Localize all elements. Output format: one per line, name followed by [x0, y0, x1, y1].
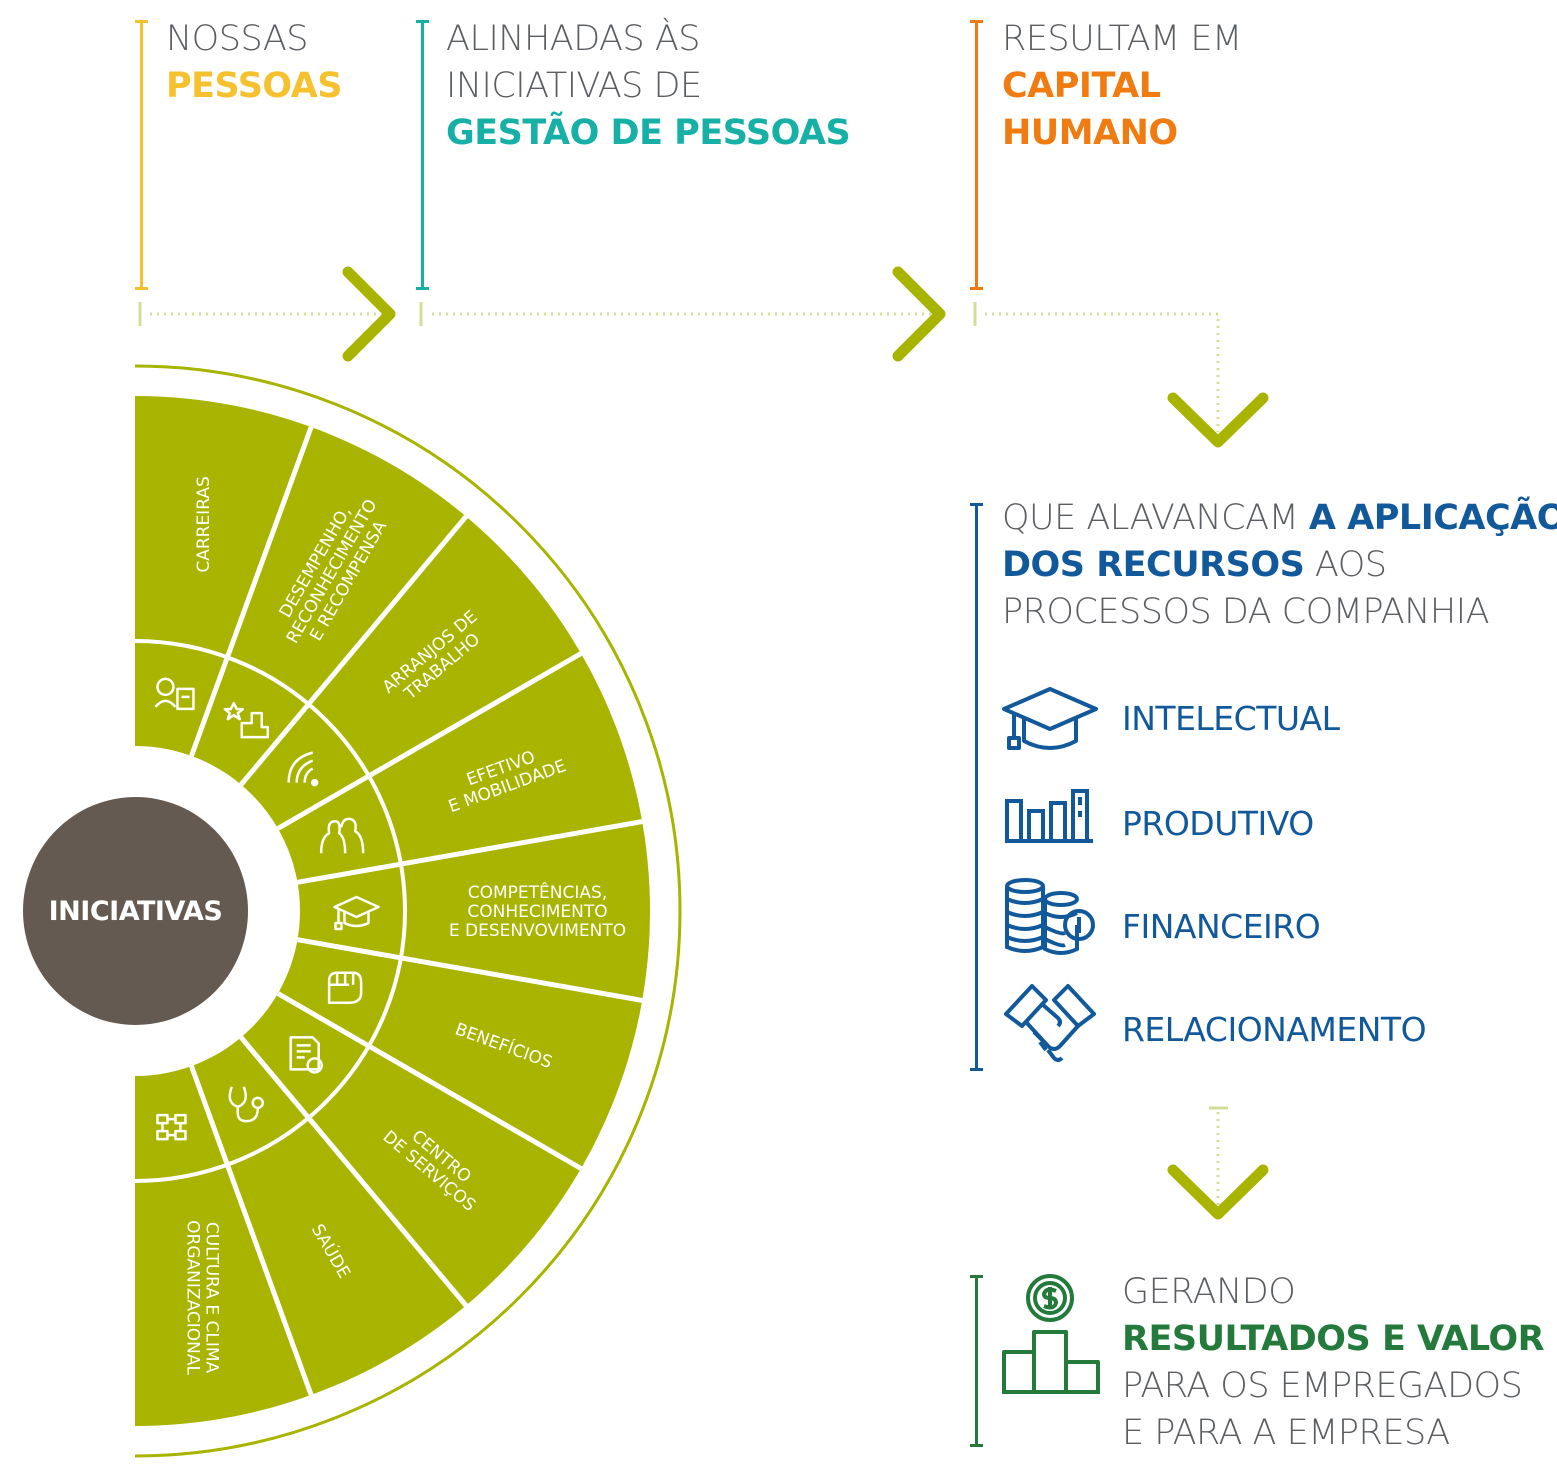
chevron-down-icon — [1167, 1164, 1269, 1220]
column-marker-yellow — [135, 20, 148, 290]
org-chart-icon — [156, 1113, 187, 1141]
header-line: ALINHADAS ÀS — [446, 19, 701, 59]
results-heading: GERANDO RESULTADOS E VALOR PARA OS EMPRE… — [1122, 1269, 1545, 1457]
header-line: NOSSAS — [166, 19, 308, 59]
document-clock-icon — [289, 1036, 323, 1074]
segment-divider — [276, 991, 583, 1171]
header-nossas-pessoas: NOSSAS PESSOAS — [166, 16, 343, 110]
header-line: DOS RECURSOS AOS — [1002, 542, 1557, 589]
segment-divider — [297, 937, 643, 1003]
segment-divider — [189, 1065, 314, 1396]
segment-label-line: CARREIRAS — [194, 476, 214, 572]
header-line: PROCESSOS DA COMPANHIA — [1002, 592, 1490, 632]
leverage-marker — [970, 503, 983, 1071]
segment-divider — [189, 426, 314, 757]
segment-label-line: ORGANIZACIONAL — [183, 1220, 203, 1375]
wifi-icon — [287, 751, 319, 787]
segment-label-line: COMPETÊNCIAS, — [468, 881, 607, 903]
results-marker — [970, 1275, 983, 1447]
stethoscope-icon — [228, 1086, 264, 1123]
segment-label-line: CULTURA E CLIMA — [202, 1222, 222, 1374]
header-highlight: CAPITAL — [1002, 66, 1161, 106]
segment-divider — [239, 514, 468, 787]
header-highlight: HUMANO — [1002, 113, 1178, 153]
leverage-highlight: A APLICAÇÃO — [1308, 498, 1557, 538]
dotted-connector — [985, 312, 1220, 432]
leverage-text: QUE ALAVANCAM — [1002, 498, 1309, 538]
header-line: INICIATIVAS DE — [446, 66, 702, 106]
resource-label-intelectual: INTELECTUAL — [1122, 699, 1340, 738]
leverage-text: AOS — [1304, 545, 1387, 585]
resource-label-produtivo: PRODUTIVO — [1122, 804, 1314, 843]
header-line: RESULTAM EM — [1002, 19, 1242, 59]
people-icon — [319, 817, 365, 854]
header-gestao-de-pessoas: ALINHADAS ÀS INICIATIVAS DE GESTÃO DE PE… — [446, 16, 851, 157]
chevron-right-icon — [892, 266, 946, 362]
chevron-down-icon — [1167, 392, 1269, 448]
career-icon — [154, 677, 195, 711]
header-line: GERANDO — [1122, 1272, 1296, 1312]
segment-label: CULTURA E CLIMAORGANIZACIONAL — [183, 1220, 222, 1375]
results-highlight: RESULTADOS E VALOR — [1122, 1319, 1545, 1359]
header-line: PARA OS EMPREGADOS — [1122, 1366, 1523, 1406]
fist-icon — [327, 971, 363, 1005]
resource-label-relacionamento: RELACIONAMENTO — [1122, 1010, 1427, 1049]
header-line: E PARA A EMPRESA — [1122, 1413, 1450, 1453]
header-capital-humano: RESULTAM EM CAPITAL HUMANO — [1002, 16, 1242, 157]
leverage-heading: QUE ALAVANCAM A APLICAÇÃO DOS RECURSOS A… — [1002, 495, 1557, 636]
header-highlight: GESTÃO DE PESSOAS — [446, 113, 851, 153]
leverage-highlight: DOS RECURSOS — [1002, 545, 1305, 585]
header-line: QUE ALAVANCAM A APLICAÇÃO — [1002, 495, 1557, 542]
podium-star-icon — [223, 701, 269, 739]
segment-divider — [297, 819, 643, 885]
graduation-cap-icon — [1002, 687, 1098, 750]
chevron-right-icon — [342, 266, 396, 362]
initiatives-label: INICIATIVAS — [48, 895, 223, 927]
column-marker-orange — [970, 20, 983, 290]
wheel-inner-ring — [135, 639, 407, 1183]
bar-chart-icon — [1005, 789, 1093, 843]
resource-label-financeiro: FINANCEIRO — [1122, 907, 1321, 946]
money-podium-icon — [1002, 1274, 1100, 1394]
handshake-icon — [1004, 984, 1096, 1062]
segment-label: CARREIRAS — [194, 476, 214, 572]
segment-label-line: E DESENVOVIMENTO — [449, 921, 626, 941]
initiatives-center: INICIATIVAS — [23, 797, 248, 1025]
segment-label-line: CONHECIMENTO — [467, 902, 607, 922]
header-highlight: PESSOAS — [166, 66, 343, 106]
segment-divider — [276, 651, 583, 831]
column-marker-teal — [416, 20, 429, 290]
coins-icon — [1005, 878, 1095, 955]
segment-divider — [239, 1035, 468, 1308]
wheel-outer-ring — [135, 364, 682, 1458]
wheel-body — [135, 396, 650, 1426]
graduation-cap-icon — [333, 895, 380, 931]
